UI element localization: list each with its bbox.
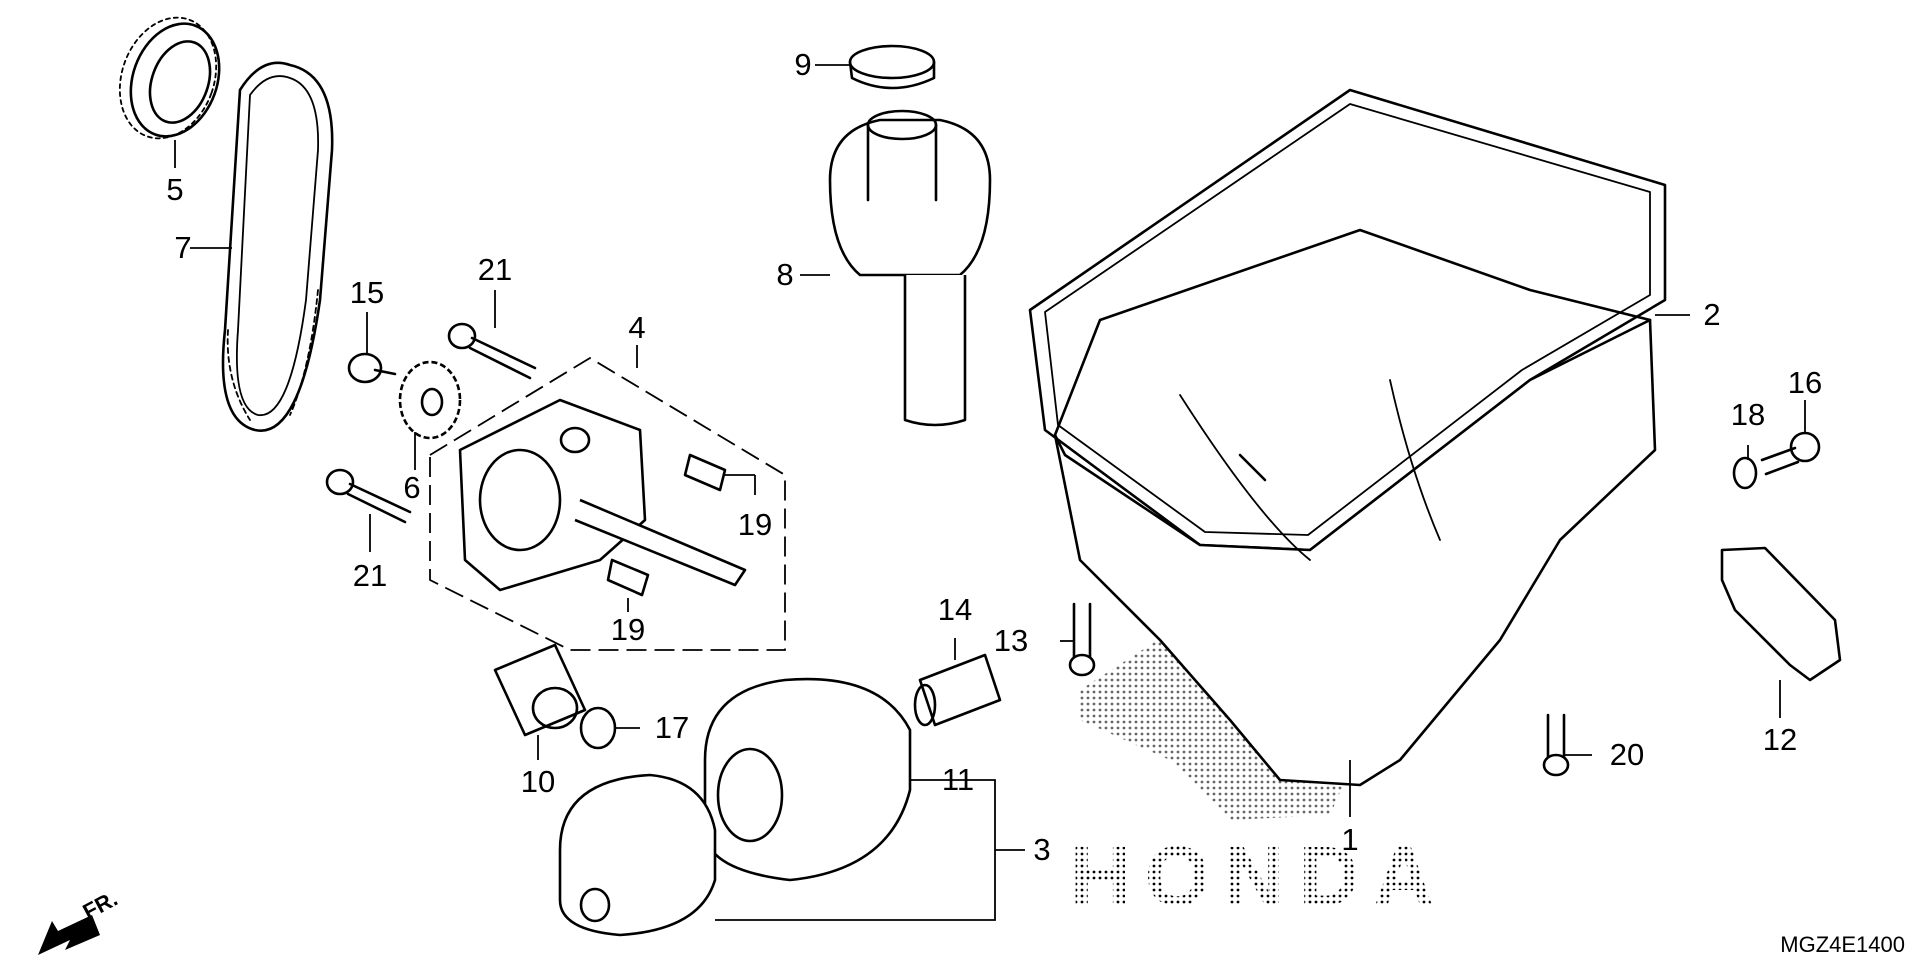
callout-21-lower: 21 xyxy=(353,558,387,593)
leader-lines xyxy=(174,64,1806,921)
callout-13: 13 xyxy=(994,623,1028,658)
part-13-bolt xyxy=(1068,602,1096,677)
callout-12: 12 xyxy=(1763,722,1797,757)
part-7-chain xyxy=(221,61,334,432)
part-14-nipple xyxy=(913,653,1002,727)
part-2-gasket-inner xyxy=(1044,103,1651,536)
callout-15: 15 xyxy=(350,275,384,310)
part-20-bolt xyxy=(1542,713,1570,777)
part-1-oil-pan xyxy=(1053,228,1657,787)
callout-8: 8 xyxy=(776,257,793,292)
part-6-gear xyxy=(398,360,462,440)
part-18-washer xyxy=(1732,456,1758,490)
callout-6: 6 xyxy=(403,470,420,505)
callout-5: 5 xyxy=(166,172,183,207)
callout-18: 18 xyxy=(1731,397,1765,432)
part-4-assembly-bracket xyxy=(429,356,786,651)
part-8-strainer xyxy=(828,109,992,427)
part-11-oil-filter xyxy=(703,677,912,882)
callout-16: 16 xyxy=(1788,365,1822,400)
callout-14: 14 xyxy=(938,592,972,627)
callout-9: 9 xyxy=(794,47,811,82)
callout-17: 17 xyxy=(655,710,689,745)
callout-4: 4 xyxy=(628,310,645,345)
callout-10: 10 xyxy=(521,764,555,799)
callout-2: 2 xyxy=(1703,297,1720,332)
part-17-o-ring xyxy=(579,706,617,750)
part-15-bolt xyxy=(347,352,397,384)
part-21-bolt-upper xyxy=(447,322,537,380)
part-21-bolt-lower xyxy=(325,468,412,524)
callout-3: 3 xyxy=(1033,832,1050,867)
part-3-filter-set xyxy=(558,773,717,937)
part-16-bolt xyxy=(1760,431,1821,476)
callout-19-upper: 19 xyxy=(738,507,772,542)
callout-1: 1 xyxy=(1341,822,1358,857)
part-5-sprocket xyxy=(118,16,221,140)
part-12-bracket xyxy=(1720,546,1842,682)
callouts: 1 2 3 4 5 6 7 8 9 10 11 12 13 14 15 16 1… xyxy=(166,47,1822,867)
part-10-relief-valve xyxy=(493,643,587,737)
callout-20: 20 xyxy=(1610,737,1644,772)
callout-19-lower: 19 xyxy=(611,612,645,647)
honda-wordmark: HONDA xyxy=(1070,829,1448,923)
front-direction-arrow: FR. xyxy=(38,886,122,955)
callout-7: 7 xyxy=(174,230,191,265)
callout-21-upper: 21 xyxy=(478,252,512,287)
part-4-oil-pump xyxy=(458,398,747,597)
callout-11: 11 xyxy=(942,762,974,797)
part-9-seal xyxy=(848,44,936,90)
part-code: MGZ4E1400 xyxy=(1780,932,1905,957)
